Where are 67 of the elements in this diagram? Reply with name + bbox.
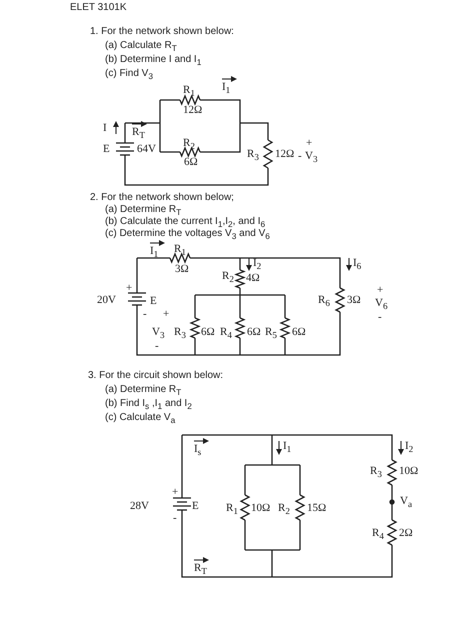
circuit-label: R$_{3}$ — [174, 326, 186, 340]
question-text: (b) Find I$_{s}$ ,I$_{1}$ and I$_{2}$ — [105, 398, 192, 412]
circuit-label: R$_{4}$ — [372, 527, 384, 542]
circuit-label: + — [163, 308, 170, 320]
circuit-label: E — [150, 295, 157, 308]
circuit-label: I$_{1}$ — [283, 440, 292, 454]
circuit-label: 4Ω — [246, 272, 260, 284]
circuit-label: 15Ω — [307, 502, 326, 514]
circuit-label: - — [173, 512, 177, 524]
circuit-label: 12Ω — [275, 148, 294, 160]
circuit-label: R$_{2}$ — [222, 270, 234, 284]
circuit-label: R$_{T}$ — [132, 126, 145, 140]
question-text: 2. For the network shown below; — [90, 192, 234, 203]
course-code: ELET 3101K — [70, 2, 127, 13]
circuit-label: 6Ω — [201, 326, 215, 338]
question-text: (b) Calculate the current I$_{1}$,I$_{2}$, and I$_{6}$ — [105, 216, 266, 229]
circuit-label: 6Ω — [247, 326, 261, 338]
circuit-label: 6Ω — [184, 156, 198, 168]
question-text: (c) Find V$_{3}$ — [105, 68, 153, 82]
circuit-label: I$_{1}$ — [222, 81, 230, 96]
circuit-label: R$_{6}$ — [318, 294, 330, 308]
question-text: (a) Determine R$_{T}$ — [105, 204, 182, 217]
circuit-label: R$_{3}$ — [370, 465, 382, 480]
question-text: (c) Determine the voltages V$_{3}$ and V$_{6}$ — [105, 228, 270, 242]
circuit-label: I$_{1}$ — [150, 245, 158, 260]
circuit-label: + — [126, 282, 132, 294]
circuit-label: 3Ω — [175, 263, 189, 276]
circuit-label: I$_{6}$ — [353, 257, 362, 272]
circuit-label: R$_{1}$ — [226, 502, 238, 516]
circuit-label: R$_{5}$ — [265, 326, 277, 340]
circuit-label: V$_{6}$ — [375, 297, 388, 312]
circuit-label: 28V — [130, 500, 149, 512]
circuit-label: - — [155, 340, 159, 352]
circuit-label: - — [378, 311, 382, 324]
circuit-label: - — [143, 308, 147, 320]
question-text: (b) Determine I and I$_{1}$ — [105, 54, 202, 68]
circuit-label: + — [172, 486, 178, 498]
circuit-label: 6Ω — [292, 326, 306, 338]
circuit-label: 2Ω — [399, 527, 413, 540]
circuit-label: + — [377, 284, 384, 296]
circuit-label: 10Ω — [251, 502, 270, 514]
circuit-label: R$_{4}$ — [220, 326, 232, 340]
circuit-label: E — [103, 143, 110, 156]
circuit-label: E — [192, 500, 199, 512]
circuit-label: V$_{3}$ — [152, 326, 165, 340]
circuit-label: 20V — [97, 294, 116, 306]
circuit-label: I$_{s}$ — [194, 443, 202, 458]
circuit-label: I$_{2}$ — [405, 440, 414, 454]
circuit-label: R$_{3}$ — [247, 148, 259, 162]
question-text: (a) Calculate R$_{T}$ — [105, 40, 177, 54]
circuit-label: R$_{T}$ — [194, 562, 207, 576]
question-text: (a) Determine R$_{T}$ — [105, 384, 182, 398]
circuit-label: V$_{a}$ — [400, 495, 412, 510]
circuit-label: 12Ω — [183, 104, 202, 116]
circuit-label: I$_{2}$ — [253, 257, 262, 272]
circuit-label: + — [306, 137, 312, 150]
circuit-label: R$_{2}$ — [278, 502, 290, 516]
question-text: (c) Calculate V$_{a}$ — [105, 412, 176, 426]
circuit-label: V$_{3}$ — [305, 150, 318, 164]
question-text: 1. For the network shown below: — [90, 26, 234, 37]
circuit-label: I — [103, 122, 107, 134]
circuit-label: 64V — [137, 143, 156, 156]
question-text: 3. For the circuit shown below: — [88, 370, 224, 381]
circuit-label: 10Ω — [399, 465, 418, 478]
circuit-label: - — [298, 150, 302, 162]
circuit-label: R$_{1}$ — [174, 243, 186, 258]
circuit-label: 3Ω — [347, 294, 361, 306]
